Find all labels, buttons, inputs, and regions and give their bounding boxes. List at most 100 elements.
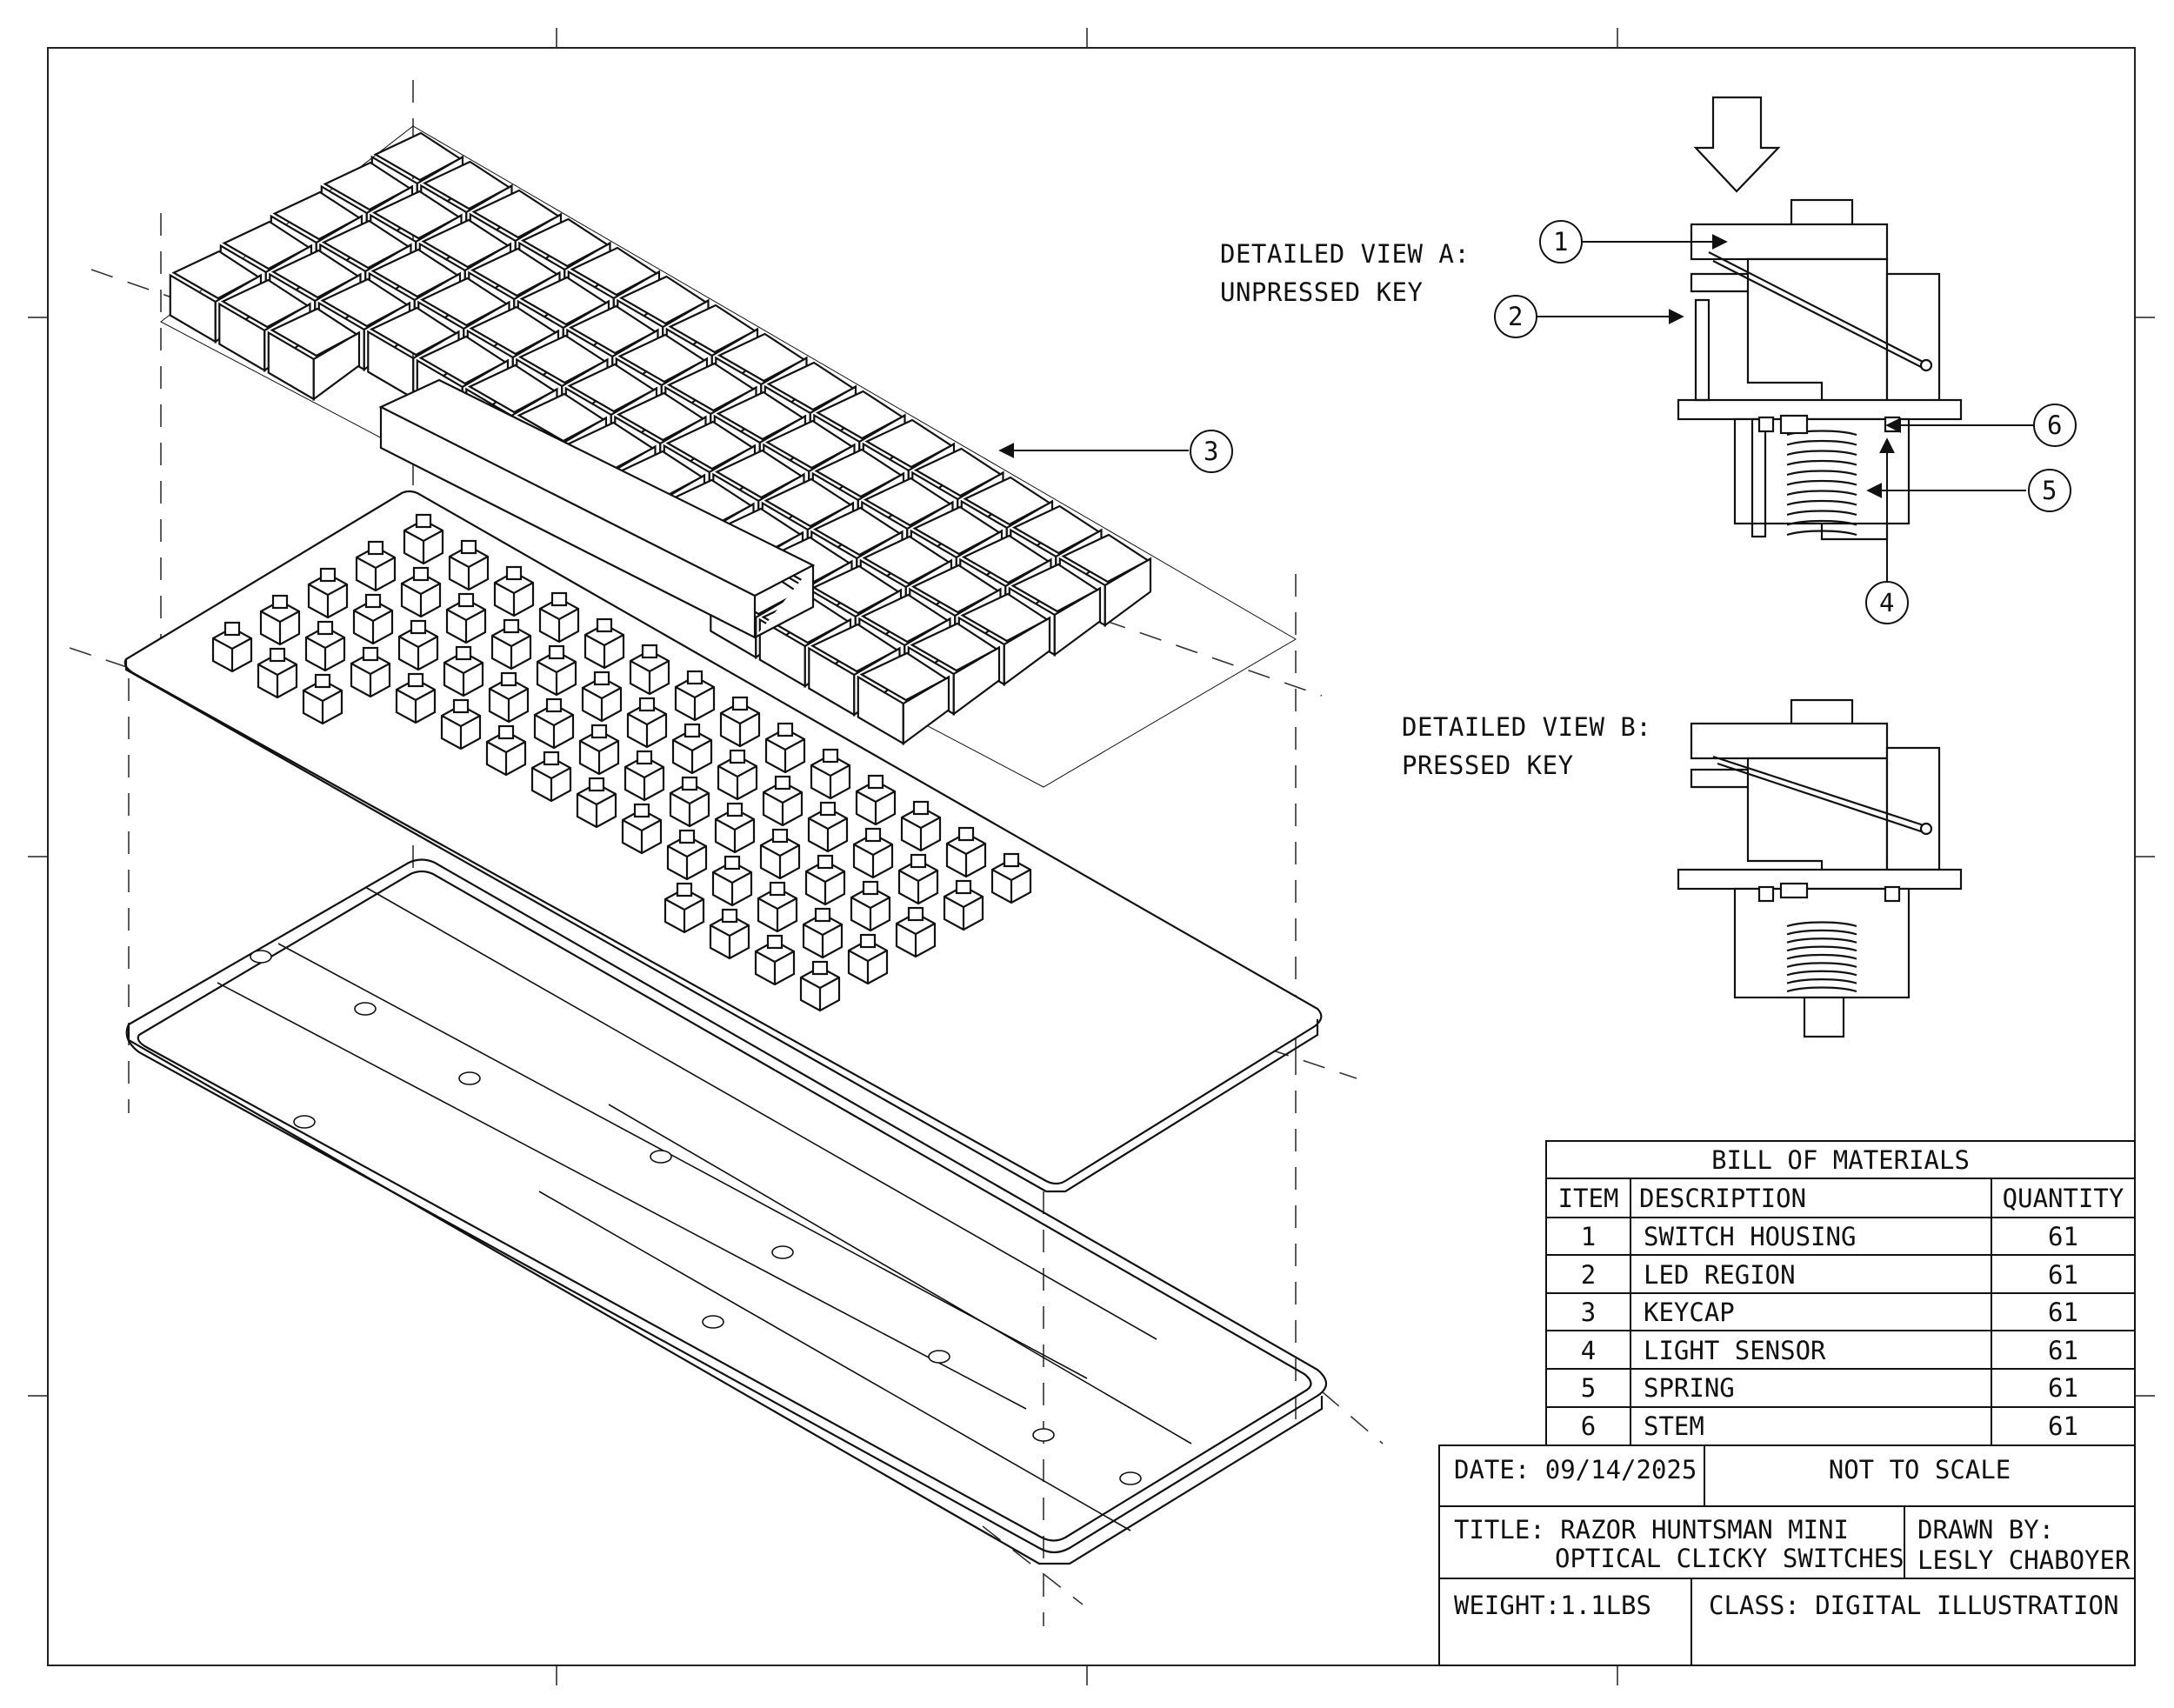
- switch: [350, 646, 391, 698]
- case-ribs: [217, 886, 1192, 1531]
- switch: [714, 802, 756, 854]
- callout-number-1: 1: [1553, 227, 1569, 257]
- bom-item-quantity: 61: [2048, 1222, 2078, 1251]
- switch: [719, 696, 761, 748]
- switch: [576, 777, 617, 829]
- case-post: [354, 1002, 377, 1016]
- case-post: [1032, 1428, 1055, 1442]
- switch: [717, 749, 758, 801]
- switch: [764, 722, 806, 774]
- press-arrow-icon: [1693, 96, 1781, 193]
- switch: [307, 567, 349, 619]
- case-post: [771, 1245, 794, 1259]
- bom-item-number: 5: [1580, 1373, 1597, 1403]
- callout-number-3: 3: [1204, 437, 1219, 466]
- switch: [754, 934, 796, 986]
- switch: [900, 800, 942, 852]
- switch: [802, 907, 844, 959]
- switch: [584, 617, 625, 670]
- keycap-rows: [169, 131, 1152, 746]
- switch: [490, 618, 532, 671]
- switch: [302, 673, 343, 725]
- bom-table-frame: [1545, 1140, 2136, 1446]
- switch: [400, 566, 442, 618]
- case-rib: [364, 886, 1157, 1340]
- switch: [799, 960, 841, 1012]
- bom-item-number: 1: [1580, 1222, 1597, 1251]
- bom-title: BILL OF MATERIALS: [1711, 1145, 1970, 1175]
- case-post: [250, 950, 272, 964]
- keyboard-case: [125, 858, 1328, 1565]
- bom-item-quantity: 61: [2048, 1411, 2078, 1441]
- bom-item-description: SWITCH HOUSING: [1644, 1222, 1857, 1251]
- switch: [709, 908, 750, 960]
- switch: [304, 620, 346, 672]
- switch: [624, 750, 665, 802]
- title-block-frame: [1438, 1444, 2136, 1666]
- switch: [895, 906, 937, 958]
- switch: [674, 670, 716, 722]
- bom-header-description: DESCRIPTION: [1639, 1184, 1807, 1213]
- switch: [485, 724, 527, 777]
- switch: [493, 565, 535, 617]
- switch: [711, 855, 753, 907]
- switch: [445, 592, 487, 644]
- switch: [440, 698, 482, 751]
- switch: [847, 933, 889, 985]
- bom-item-quantity: 61: [2048, 1373, 2078, 1403]
- class-field: CLASS: DIGITAL ILLUSTRATION: [1709, 1591, 2119, 1620]
- callout-number-4: 4: [1879, 588, 1895, 617]
- title-line2: OPTICAL CLICKY SWITCHES: [1555, 1544, 1904, 1573]
- case-post: [1119, 1471, 1142, 1485]
- switch: [538, 591, 580, 644]
- switch: [581, 671, 623, 723]
- switch: [671, 723, 713, 775]
- switch: [990, 852, 1032, 904]
- view-a-label-line1: DETAILED VIEW A:: [1220, 239, 1470, 269]
- switch: [810, 748, 851, 800]
- case-post: [458, 1071, 481, 1085]
- switch: [536, 644, 577, 697]
- date-field: DATE: 09/14/2025: [1454, 1455, 1697, 1484]
- bom-item-number: 6: [1580, 1411, 1597, 1441]
- switch: [629, 644, 670, 696]
- callout-number-6: 6: [2047, 410, 2063, 440]
- switch: [943, 879, 984, 931]
- switch: [443, 645, 484, 697]
- case-rib: [217, 982, 1027, 1410]
- switch: [578, 724, 620, 776]
- bom-item-description: STEM: [1644, 1411, 1704, 1441]
- switch: [807, 801, 849, 853]
- bom-item-description: LED REGION: [1644, 1260, 1796, 1290]
- switch: [257, 647, 298, 699]
- bom-item-description: LIGHT SENSOR: [1644, 1336, 1826, 1365]
- case-post: [650, 1150, 672, 1164]
- switch: [259, 594, 301, 646]
- switch-detail-unpressed: [1677, 96, 1963, 541]
- switch: [852, 827, 894, 879]
- case-rib: [277, 943, 1088, 1379]
- spring-coils: [1786, 430, 1857, 537]
- switch: [762, 775, 804, 827]
- switch: [211, 621, 253, 673]
- switch: [664, 882, 705, 934]
- callout-number-5: 5: [2042, 476, 2057, 505]
- switch-detail-pressed: [1677, 698, 1963, 1038]
- callout-3: [998, 430, 1233, 473]
- case-rib: [608, 1104, 1192, 1444]
- switch: [488, 671, 530, 724]
- switch-plate: [123, 490, 1323, 1193]
- bom-header-item: ITEM: [1557, 1184, 1619, 1213]
- bom-item-number: 4: [1580, 1336, 1597, 1365]
- view-a-label-line2: UNPRESSED KEY: [1220, 277, 1424, 307]
- switch: [533, 697, 575, 750]
- bom-item-quantity: 61: [2048, 1260, 2078, 1290]
- switch: [945, 826, 987, 878]
- switch: [897, 853, 939, 905]
- switch: [669, 776, 710, 828]
- switch: [397, 619, 439, 671]
- scale-field: NOT TO SCALE: [1828, 1455, 2011, 1484]
- switch: [530, 751, 572, 803]
- view-b-label-line1: DETAILED VIEW B:: [1402, 712, 1652, 742]
